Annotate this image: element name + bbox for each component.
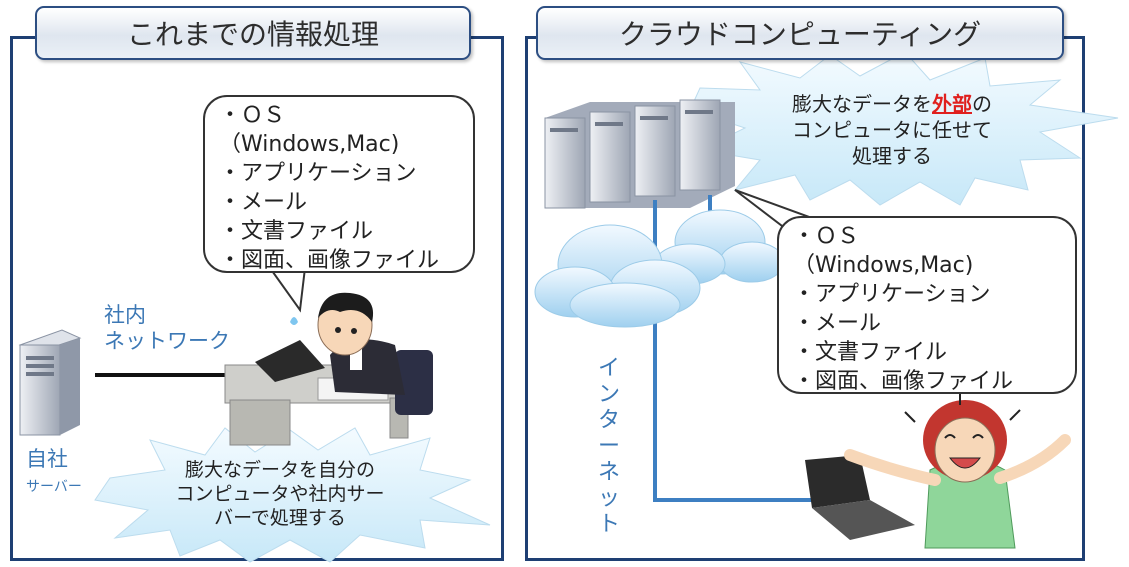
list-item: ・文書ファイル [219,219,374,244]
right-burst-caption: 膨大なデータを外部の コンピュータに任せて 処理する [792,92,992,168]
list-item: ・図面、画像ファイル [219,248,440,273]
list-item: （Windows,Mac) [793,253,974,278]
office-worker-illustration [224,292,433,446]
internet-label: インターネット [597,356,620,537]
happy-woman-illustration [844,392,1071,549]
right-title: クラウドコンピューティング [618,18,982,51]
right-title-tab: クラウドコンピューティング [536,6,1064,60]
left-title-tab: これまでの情報処理 [35,6,471,60]
right-burst [689,51,1119,206]
cloud-servers [544,99,735,209]
list-item: ・図面、画像ファイル [793,369,1014,394]
list-item: ・メール [793,311,882,336]
left-burst-caption: 膨大なデータを自分の コンピュータや社内サー バーで処理する [175,459,385,529]
list-item: ・アプリケーション [793,282,991,307]
company-server [18,329,82,436]
server-label: 自社 [26,447,68,471]
list-item: ・アプリケーション [219,161,417,186]
right-data-list: ・ＯＳ （Windows,Mac) ・アプリケーション ・メール ・文書ファイル… [777,216,1077,394]
list-item: ・ＯＳ [793,224,860,249]
network-label: 社内 ネットワーク [104,303,230,353]
left-data-list: ・ＯＳ （Windows,Mac) ・アプリケーション ・メール ・文書ファイル… [203,95,475,273]
left-title: これまでの情報処理 [126,18,379,51]
server-sublabel: サーバー [26,479,82,495]
list-item: ・文書ファイル [793,340,948,365]
cloud-icon [534,209,785,328]
laptop-icon [805,455,915,540]
list-item: ・ＯＳ [219,103,286,128]
list-item: ・メール [219,190,308,215]
list-item: （Windows,Mac) [219,132,400,157]
highlight-external: 外部 [932,92,972,116]
